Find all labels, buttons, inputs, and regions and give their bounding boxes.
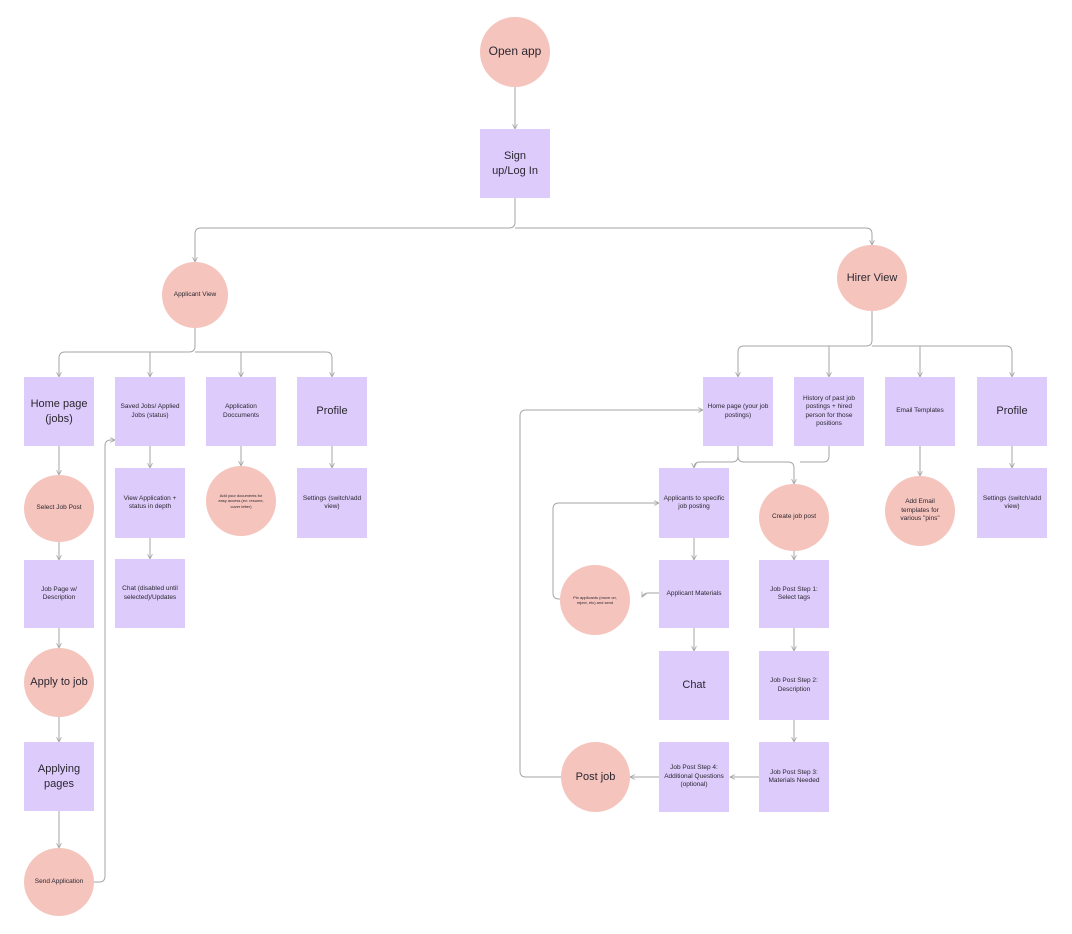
node-saved-applied-jobs: Saved Jobs/ Applied Jobs (status): [115, 377, 185, 446]
connector: [195, 198, 516, 262]
connector: [800, 446, 830, 463]
node-hirer-profile: Profile: [977, 377, 1047, 446]
node-hirer-home-page: Home page (your job postings): [703, 377, 773, 446]
node-sign-up-log-in: Sign up/Log In: [480, 129, 550, 198]
node-applicant-profile: Profile: [297, 377, 367, 446]
connector: [195, 351, 332, 377]
node-pin-applicants: Pin applicants (move on, reject, etc) an…: [560, 565, 630, 635]
node-add-email-templates: Add Email templates for various "pins": [885, 476, 955, 546]
connector: [737, 455, 794, 484]
node-history-job-postings: History of past job postings + hired per…: [794, 377, 864, 446]
node-home-page-jobs: Home page (jobs): [24, 377, 94, 446]
node-applicant-settings: Settings (switch/add view): [297, 468, 367, 538]
node-hirer-view: Hirer View: [837, 245, 907, 311]
node-select-job-post: Select Job Post: [24, 475, 94, 542]
node-job-post-step-1: Job Post Step 1: Select tags: [759, 560, 829, 628]
connector: [738, 310, 873, 377]
node-send-application: Send Application: [24, 848, 94, 916]
connector: [59, 327, 196, 377]
node-job-post-step-2: Job Post Step 2: Description: [759, 651, 829, 720]
node-email-templates: Email Templates: [885, 377, 955, 446]
connector: [694, 446, 739, 468]
node-hirer-settings: Settings (switch/add view): [977, 468, 1047, 538]
connector: [519, 410, 703, 778]
node-job-post-step-4: Job Post Step 4: Additional Questions (o…: [659, 742, 729, 812]
connector: [641, 593, 659, 597]
node-add-documents: Add your documents for easy access (ex: …: [206, 466, 276, 536]
node-job-post-step-3: Job Post Step 3: Materials Needed: [759, 742, 829, 812]
node-applicant-materials: Applicant Materials: [659, 560, 729, 628]
connector: [872, 345, 1012, 377]
node-apply-to-job: Apply to job: [24, 648, 94, 717]
node-applicants-to-posting: Applicants to specific job posting: [659, 468, 729, 538]
node-applying-pages: Applying pages: [24, 742, 94, 811]
node-job-page-description: Job Page w/ Description: [24, 560, 94, 628]
node-post-job: Post job: [561, 742, 630, 812]
node-chat-updates: Chat (disabled until selected)/Updates: [115, 559, 185, 628]
node-create-job-post: Create job post: [759, 484, 829, 551]
node-applicant-view: Applicant View: [162, 262, 228, 328]
node-application-documents: Application Doccuments: [206, 377, 276, 446]
node-open-app: Open app: [480, 17, 550, 87]
node-hirer-chat: Chat: [659, 651, 729, 720]
connector: [552, 503, 659, 600]
node-view-application-status: View Application + status in depth: [115, 468, 185, 538]
connector: [94, 440, 115, 883]
connector: [515, 227, 872, 245]
